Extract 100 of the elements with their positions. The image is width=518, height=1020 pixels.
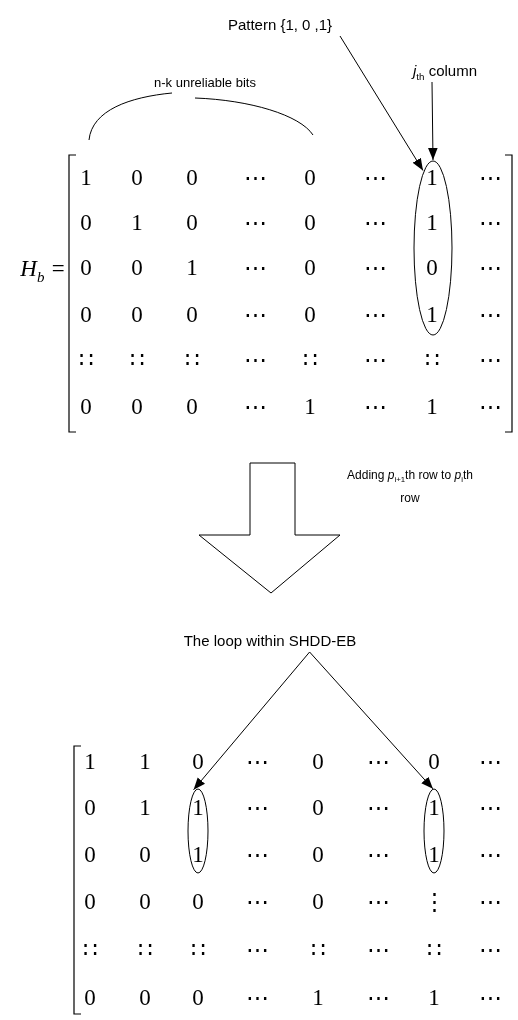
matrix-entry: 0 [185, 301, 199, 329]
matrix-entry: ∷ [301, 346, 319, 374]
matrix-entry: 0 [311, 794, 325, 822]
matrix-entry: ⋯ [362, 346, 388, 374]
matrix-entry: ∷ [309, 936, 327, 964]
arrow [309, 651, 434, 790]
matrix-entry: ⋯ [477, 164, 503, 192]
matrix-entry: 1 [425, 164, 439, 192]
bracket-label: n-k unreliable bits [153, 74, 257, 92]
matrix-entry: ⋯ [365, 748, 391, 776]
matrix-entry: ⋯ [242, 346, 268, 374]
matrix-entry: ∷ [128, 346, 146, 374]
matrix-entry: 0 [83, 794, 97, 822]
matrix-entry: ⋯ [242, 254, 268, 282]
matrix-entry: 1 [191, 841, 205, 869]
matrix-entry: ⋯ [362, 209, 388, 237]
matrix-entry: ⋯ [365, 936, 391, 964]
matrix-entry: 1 [427, 841, 441, 869]
matrix-entry: ⋯ [365, 841, 391, 869]
matrix-entry: ⋯ [365, 794, 391, 822]
matrix-entry: ⋯ [362, 254, 388, 282]
matrix-entry: 0 [138, 984, 152, 1012]
arrow [428, 81, 438, 161]
matrix-entry: ⋯ [244, 888, 270, 916]
matrix-entry: ⋯ [477, 794, 503, 822]
matrix-entry: ⋯ [244, 794, 270, 822]
matrix-entry: ∷ [189, 936, 207, 964]
matrix-entry: ⋯ [477, 748, 503, 776]
matrix-entry: 0 [425, 254, 439, 282]
matrix-entry: ∷ [423, 346, 441, 374]
matrix-entry: 0 [303, 301, 317, 329]
matrix-entry: ⋯ [477, 346, 503, 374]
matrix-entry: 1 [138, 794, 152, 822]
matrix-entry: 0 [83, 841, 97, 869]
matrix-entry: 0 [138, 841, 152, 869]
matrix-entry: 0 [79, 254, 93, 282]
matrix-entry: ⋯ [242, 209, 268, 237]
matrix-entry: 0 [303, 164, 317, 192]
matrix-entry: 1 [311, 984, 325, 1012]
matrix-entry: 0 [191, 984, 205, 1012]
matrix-entry: 0 [311, 841, 325, 869]
matrix-entry: 1 [425, 209, 439, 237]
matrix-entry: ⋯ [365, 888, 391, 916]
matrix-entry: 0 [130, 301, 144, 329]
matrix-entry: 0 [79, 301, 93, 329]
arrow [339, 35, 424, 172]
matrix-entry: ∷ [81, 936, 99, 964]
arrow [193, 651, 311, 791]
matrix-entry: ⋯ [244, 748, 270, 776]
matrix-entry: 1 [425, 301, 439, 329]
matrix-entry: ⋯ [477, 984, 503, 1012]
matrix-entry: ⋯ [244, 841, 270, 869]
matrix-entry: ∷ [136, 936, 154, 964]
matrix-entry: 0 [303, 254, 317, 282]
matrix-entry: ⋯ [242, 164, 268, 192]
matrix-entry: ∷ [77, 346, 95, 374]
matrix-entry: 0 [83, 984, 97, 1012]
matrix-entry: 0 [130, 254, 144, 282]
matrix-entry: ⋯ [477, 888, 503, 916]
matrix-entry: 1 [130, 209, 144, 237]
matrix-entry: 0 [130, 393, 144, 421]
matrix-entry: ⋯ [362, 164, 388, 192]
matrix-entry: 0 [130, 164, 144, 192]
matrix-entry: 0 [83, 888, 97, 916]
matrix-entry: 0 [138, 888, 152, 916]
matrix-entry: 0 [191, 748, 205, 776]
matrix-entry: 0 [185, 209, 199, 237]
matrix-entry: 1 [79, 164, 93, 192]
step-label: Adding p$_{i+1}$th row to p$_{i}$th row [346, 467, 474, 506]
matrix-entry: ⋯ [477, 841, 503, 869]
matrix-entry: 0 [427, 748, 441, 776]
matrix-entry: ⋯ [365, 984, 391, 1012]
matrix-entry: 1 [185, 254, 199, 282]
matrix-entry: ∷ [183, 346, 201, 374]
matrix-entry: 1 [427, 984, 441, 1012]
matrix-entry: ⋯ [477, 254, 503, 282]
matrix-entry: ⋯ [242, 301, 268, 329]
matrix-entry: ⋯ [362, 393, 388, 421]
annotation-text: The loop within SHDD-EB [160, 630, 380, 652]
matrix-entry: ⋮ [421, 888, 447, 916]
matrix-entry: 1 [83, 748, 97, 776]
matrix-entry: 0 [311, 888, 325, 916]
matrix-entry: 1 [427, 794, 441, 822]
matrix-entry: ⋯ [242, 393, 268, 421]
matrix-entry: 0 [311, 748, 325, 776]
matrix-entry: ⋯ [244, 936, 270, 964]
matrix-entry: 1 [303, 393, 317, 421]
annotation-text: j$_{th}$ column [380, 60, 510, 82]
matrix-entry: ⋯ [477, 936, 503, 964]
matrix-entry: 0 [185, 164, 199, 192]
matrix-entry: ⋯ [477, 209, 503, 237]
matrix-entry: ⋯ [477, 301, 503, 329]
matrix-entry: 0 [303, 209, 317, 237]
matrix-entry: ∷ [425, 936, 443, 964]
matrix-entry: ⋯ [244, 984, 270, 1012]
matrix-entry: ⋯ [477, 393, 503, 421]
matrix-entry: 1 [425, 393, 439, 421]
matrix-entry: 0 [185, 393, 199, 421]
matrix-entry: ⋯ [362, 301, 388, 329]
annotation-text: Pattern {1, 0 ,1} [205, 14, 355, 36]
